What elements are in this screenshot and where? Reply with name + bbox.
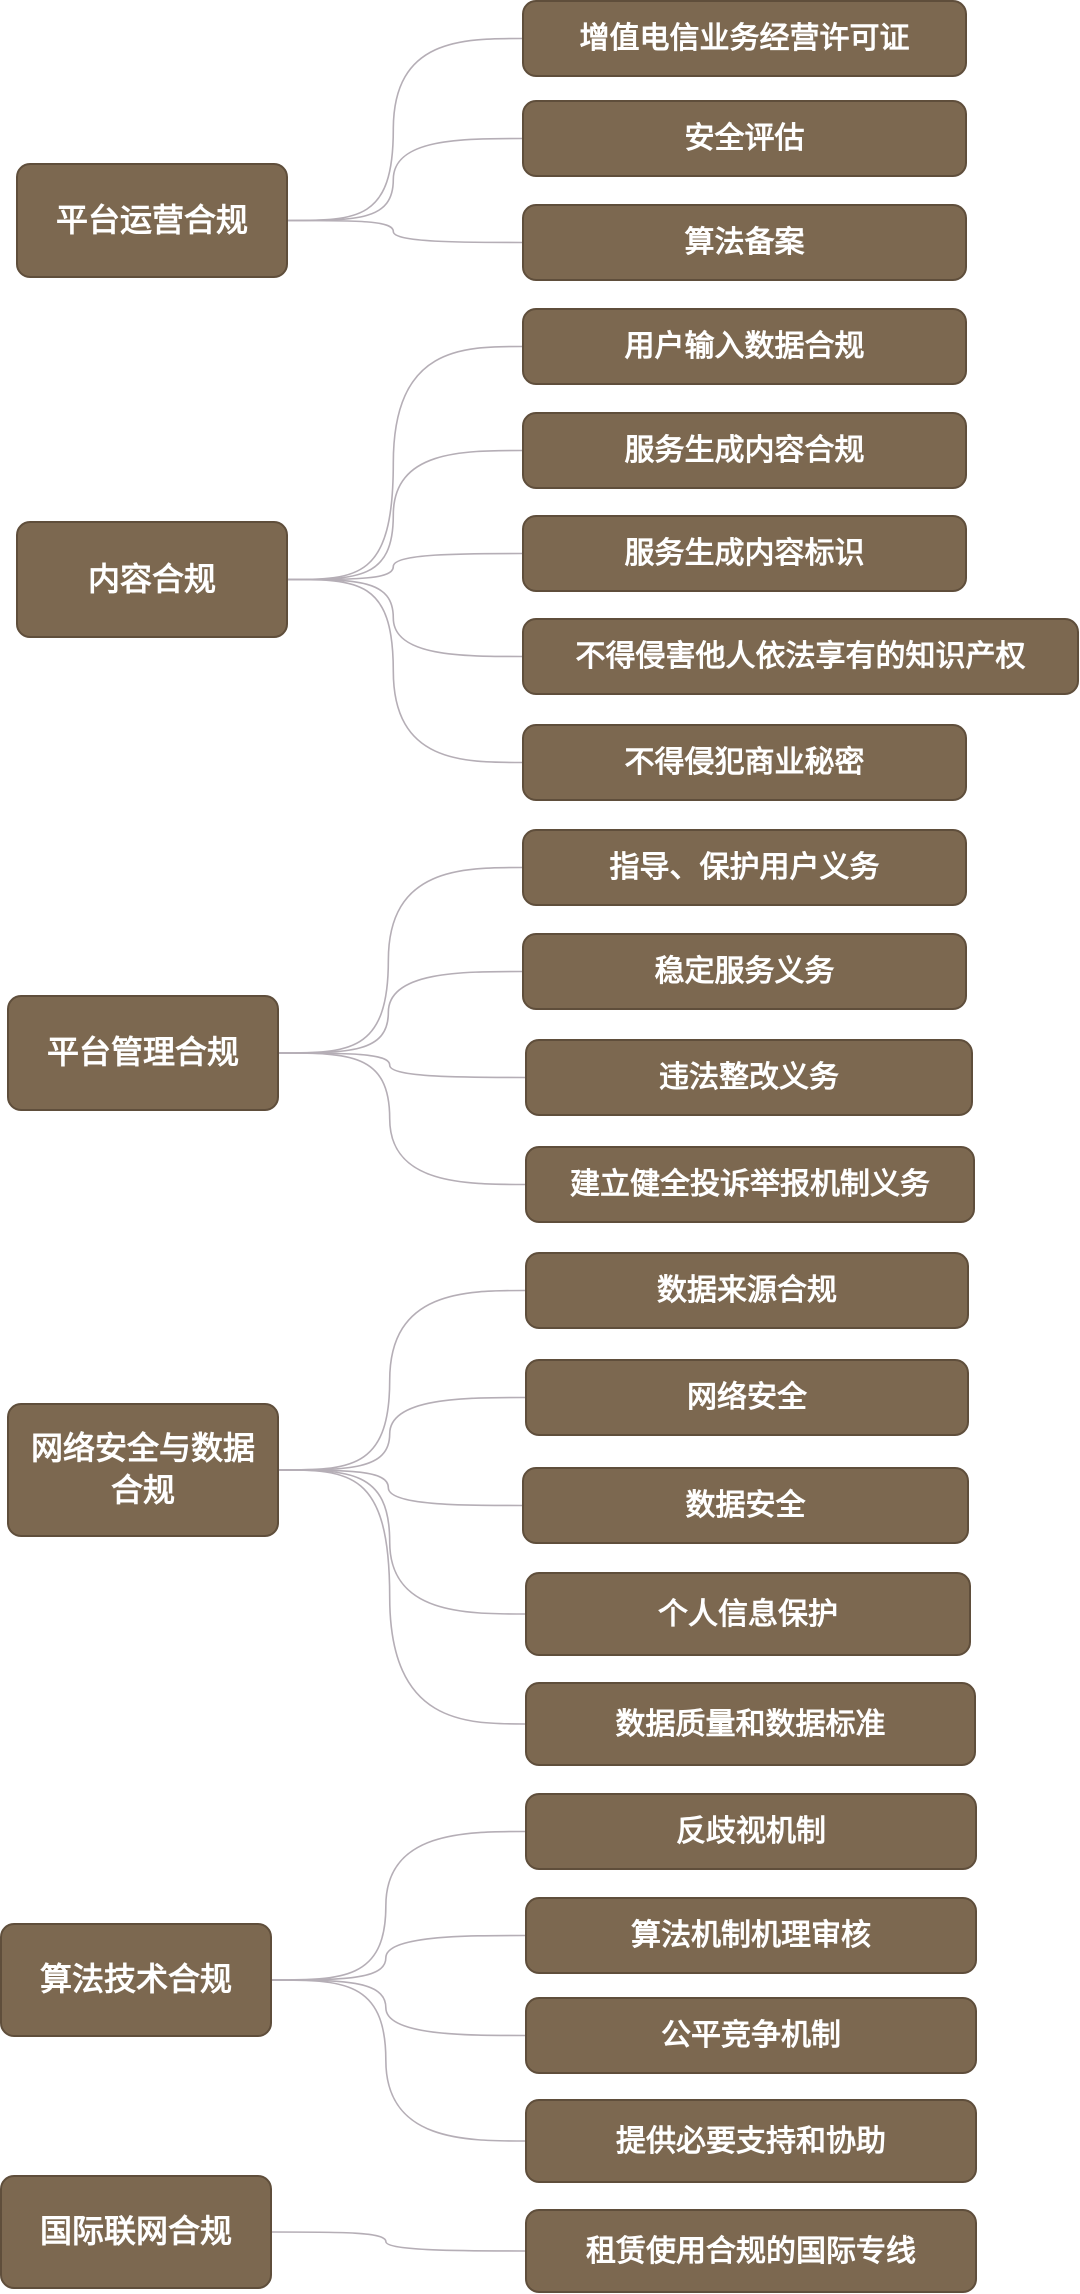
- node-generated-content-compliance: 服务生成内容合规: [522, 412, 967, 489]
- connector-4-2: [271, 1979, 526, 2037]
- node-anti-discrimination: 反歧视机制: [525, 1793, 977, 1870]
- connector-1-3: [287, 578, 523, 658]
- connector-0-1: [287, 137, 523, 222]
- node-algorithm-tech-compliance: 算法技术合规: [0, 1923, 272, 2037]
- connector-3-3: [278, 1469, 526, 1615]
- connector-4-3: [271, 1979, 526, 2142]
- node-trade-secrets: 不得侵犯商业秘密: [522, 724, 967, 801]
- node-stable-service: 稳定服务义务: [522, 933, 967, 1010]
- connector-3-0: [278, 1289, 526, 1471]
- node-content-compliance: 内容合规: [16, 521, 288, 638]
- connector-1-1: [287, 449, 523, 581]
- node-generated-content-labeling: 服务生成内容标识: [522, 515, 967, 592]
- node-network-data-compliance: 网络安全与数据合规: [7, 1403, 279, 1537]
- node-fair-competition: 公平竞争机制: [525, 1997, 977, 2074]
- node-user-input-data: 用户输入数据合规: [522, 308, 967, 385]
- connector-2-3: [278, 1052, 526, 1186]
- node-network-security: 网络安全: [525, 1359, 969, 1436]
- node-data-source: 数据来源合规: [525, 1252, 969, 1329]
- connector-1-2: [287, 552, 523, 581]
- node-security-assessment: 安全评估: [522, 100, 967, 177]
- connector-5-0: [271, 2231, 526, 2252]
- connector-3-4: [278, 1469, 526, 1725]
- connector-2-2: [278, 1052, 526, 1079]
- node-data-quality: 数据质量和数据标准: [525, 1682, 976, 1766]
- connector-2-1: [278, 970, 523, 1054]
- connector-3-1: [278, 1396, 526, 1471]
- node-international-network-compliance: 国际联网合规: [0, 2175, 272, 2289]
- node-platform-management-compliance: 平台管理合规: [7, 995, 279, 1111]
- connector-2-0: [278, 866, 523, 1054]
- connector-1-4: [287, 578, 523, 764]
- node-necessary-support: 提供必要支持和协助: [525, 2099, 977, 2183]
- node-guide-protect-users: 指导、保护用户义务: [522, 829, 967, 906]
- node-leased-international-line: 租赁使用合规的国际专线: [525, 2209, 977, 2293]
- connector-1-0: [287, 345, 523, 581]
- connector-4-1: [271, 1934, 526, 1981]
- node-algorithm-filing: 算法备案: [522, 204, 967, 281]
- node-telecom-license: 增值电信业务经营许可证: [522, 0, 967, 77]
- node-complaint-mechanism: 建立健全投诉举报机制义务: [525, 1146, 975, 1223]
- node-ip-rights: 不得侵害他人依法享有的知识产权: [522, 618, 1079, 695]
- connector-0-2: [287, 219, 523, 244]
- node-rectification: 违法整改义务: [525, 1039, 973, 1116]
- node-platform-operation-compliance: 平台运营合规: [16, 163, 288, 278]
- node-data-security: 数据安全: [522, 1467, 969, 1544]
- connector-3-2: [278, 1469, 523, 1507]
- node-algorithm-review: 算法机制机理审核: [525, 1897, 977, 1974]
- node-personal-info-protection: 个人信息保护: [525, 1572, 971, 1656]
- connector-4-0: [271, 1830, 526, 1981]
- connector-0-0: [287, 37, 523, 222]
